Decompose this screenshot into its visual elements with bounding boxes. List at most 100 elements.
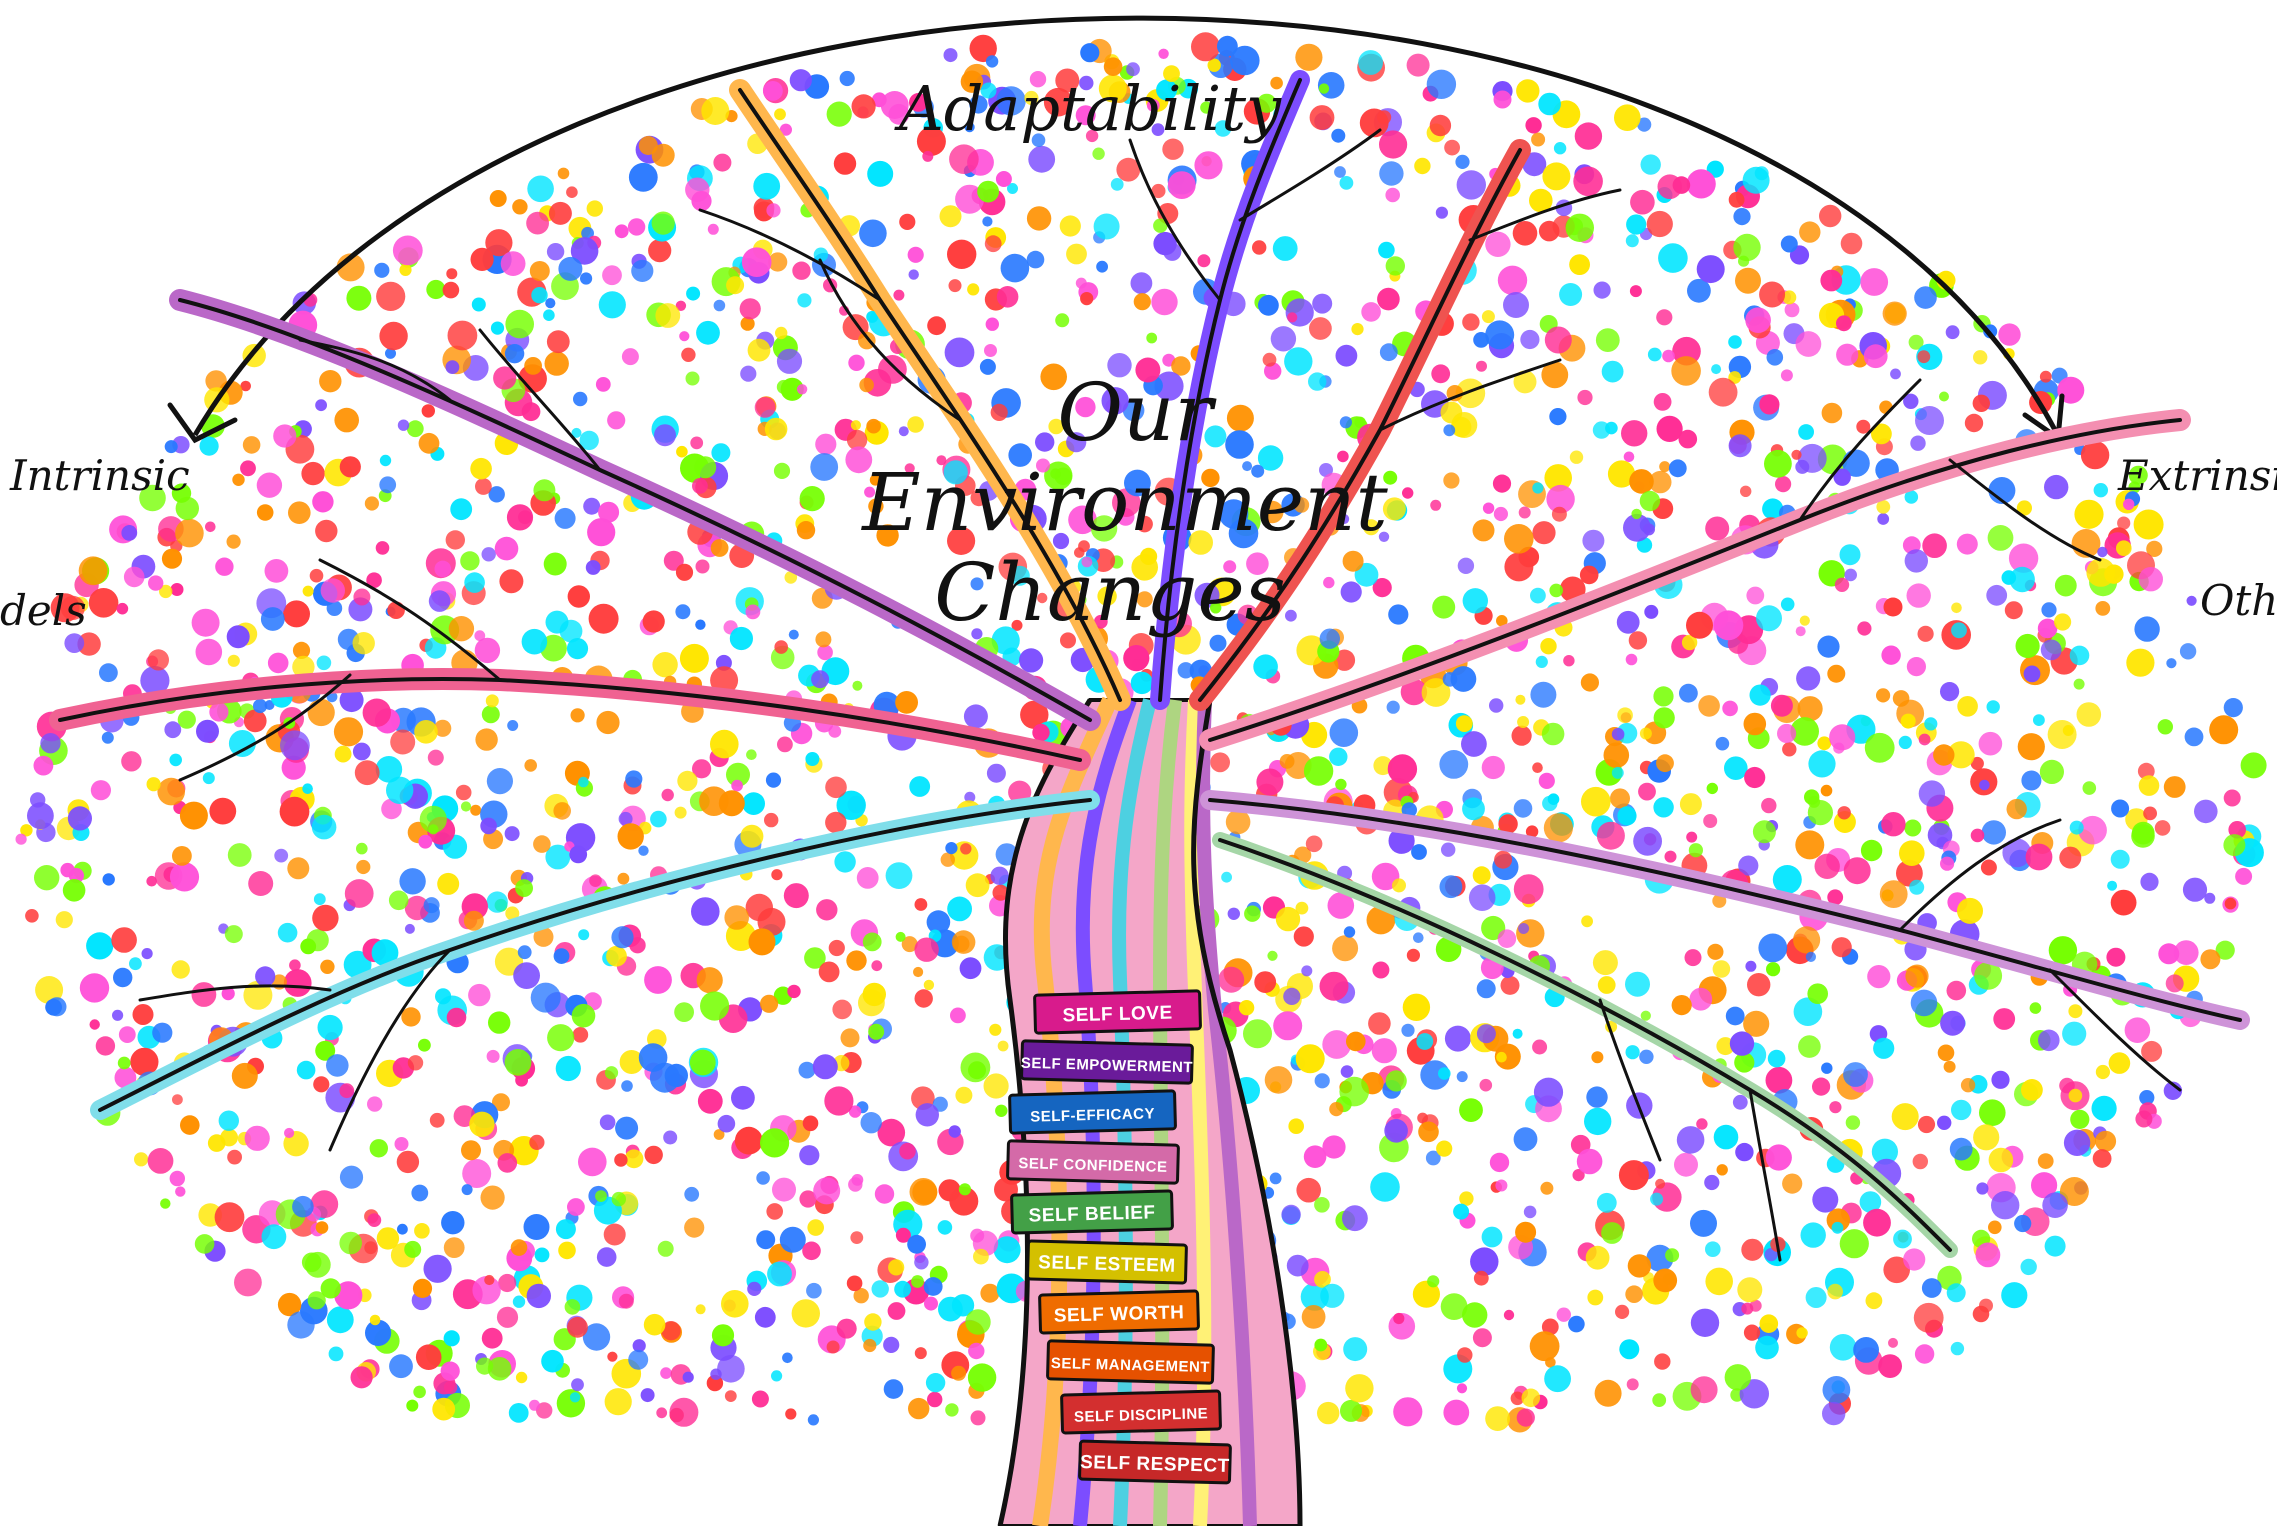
canopy-dot <box>1483 503 1494 514</box>
canopy-dot <box>686 372 700 386</box>
canopy-dot <box>1319 83 1329 93</box>
canopy-dot <box>1372 1038 1397 1063</box>
canopy-dot <box>1940 1011 1965 1036</box>
canopy-dot <box>1638 783 1656 801</box>
canopy-dot <box>118 1057 131 1070</box>
canopy-dot <box>164 721 181 738</box>
canopy-dot <box>1301 965 1312 976</box>
canopy-dot <box>96 1036 115 1055</box>
canopy-dot <box>80 973 109 1002</box>
canopy-dot <box>654 424 676 446</box>
canopy-dot <box>456 785 472 801</box>
canopy-dot <box>376 541 390 555</box>
canopy-dot <box>605 1066 618 1079</box>
canopy-dot <box>1733 208 1750 225</box>
canopy-dot <box>1973 395 1990 412</box>
canopy-dot <box>301 462 324 485</box>
canopy-dot <box>600 1115 616 1131</box>
canopy-dot <box>321 578 345 602</box>
canopy-dot <box>1781 369 1793 381</box>
canopy-dot <box>1665 1248 1679 1262</box>
canopy-dot <box>760 1128 789 1157</box>
canopy-dot <box>2166 974 2184 992</box>
canopy-dot <box>1516 919 1544 947</box>
canopy-dot <box>766 203 780 217</box>
canopy-dot <box>1827 665 1845 683</box>
canopy-dot <box>553 802 571 820</box>
canopy-dot <box>1951 603 1962 614</box>
canopy-dot <box>1884 598 1903 617</box>
canopy-dot <box>404 1241 421 1258</box>
canopy-dot <box>2224 698 2243 717</box>
canopy-dot <box>1473 1328 1492 1347</box>
canopy-dot <box>1457 1347 1472 1362</box>
canopy-dot <box>686 287 700 301</box>
canopy-dot <box>2038 1153 2054 1169</box>
trunk-label-text: SELF WORTH <box>1054 1302 1185 1326</box>
canopy-dot <box>470 458 492 480</box>
canopy-dot <box>318 1015 343 1040</box>
canopy-dot <box>449 616 474 641</box>
canopy-dot <box>228 655 240 667</box>
canopy-dot <box>1919 734 1931 746</box>
canopy-dot <box>1314 1339 1327 1352</box>
canopy-dot <box>1808 750 1835 777</box>
canopy-dot <box>1340 176 1354 190</box>
canopy-dot <box>2185 728 2204 747</box>
canopy-dot <box>2139 775 2160 796</box>
canopy-dot <box>827 1341 840 1354</box>
canopy-dot <box>133 1004 154 1025</box>
canopy-dot <box>1918 1116 1935 1133</box>
canopy-dot <box>2134 510 2164 540</box>
canopy-dot <box>570 1392 580 1402</box>
trunk-label-board: SELF WORTH <box>1040 1291 1199 1333</box>
canopy-dot <box>487 768 513 794</box>
canopy-dot <box>1940 857 1954 871</box>
canopy-dot <box>749 928 776 955</box>
canopy-dot <box>416 1344 442 1370</box>
canopy-dot <box>803 1116 819 1132</box>
canopy-dot <box>543 309 555 321</box>
canopy-dot <box>471 248 494 271</box>
canopy-dot <box>142 948 153 959</box>
canopy-dot <box>1525 117 1541 133</box>
canopy-dot <box>813 1177 840 1204</box>
canopy-dot <box>1944 1061 1956 1073</box>
canopy-dot <box>1586 1246 1610 1270</box>
canopy-dot <box>696 560 710 574</box>
canopy-dot <box>2106 948 2125 967</box>
canopy-dot <box>1329 1102 1343 1116</box>
canopy-dot <box>719 790 745 816</box>
canopy-dot <box>446 530 465 549</box>
canopy-dot <box>1744 1325 1760 1341</box>
canopy-dot <box>1432 596 1455 619</box>
trunk-label-board: SELF RESPECT <box>1080 1441 1231 1483</box>
canopy-dot <box>1581 673 1599 691</box>
canopy-dot <box>1658 243 1688 273</box>
canopy-dot <box>1703 814 1717 828</box>
canopy-dot <box>490 190 507 207</box>
canopy-dot <box>175 1186 185 1196</box>
canopy-dot <box>1914 1303 1944 1333</box>
canopy-dot <box>1903 1248 1925 1270</box>
canopy-dot <box>1341 1065 1354 1078</box>
canopy-dot <box>1696 1118 1707 1129</box>
canopy-dot <box>851 420 861 430</box>
canopy-dot <box>660 1367 672 1379</box>
canopy-dot <box>1441 402 1463 424</box>
canopy-dot <box>345 879 374 908</box>
canopy-dot <box>567 1198 585 1216</box>
canopy-dot <box>973 1249 989 1265</box>
canopy-dot <box>1844 569 1857 582</box>
canopy-dot <box>1653 686 1673 706</box>
canopy-dot <box>644 1314 666 1336</box>
canopy-dot <box>674 1002 694 1022</box>
canopy-dot <box>1756 605 1782 631</box>
canopy-dot <box>1539 773 1555 789</box>
canopy-dot <box>2135 1111 2152 1128</box>
canopy-dot <box>774 463 790 479</box>
canopy-dot <box>1344 926 1355 937</box>
canopy-dot <box>1285 610 1297 622</box>
canopy-dot <box>1844 857 1871 884</box>
canopy-dot <box>119 1026 136 1043</box>
